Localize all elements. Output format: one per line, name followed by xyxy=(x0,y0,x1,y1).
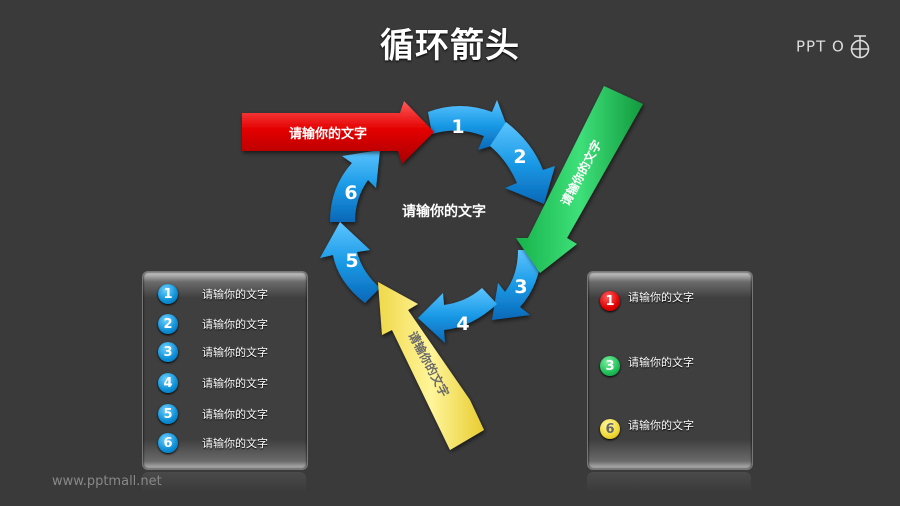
left-legend-item-1: 1 请输你的文字 xyxy=(158,284,268,304)
number-badge: 3 xyxy=(600,356,620,376)
number-badge: 1 xyxy=(158,284,178,304)
yellow-input-arrow xyxy=(378,282,484,450)
legend-text: 请输你的文字 xyxy=(628,419,694,432)
logo-glyph-icon xyxy=(850,35,869,59)
legend-text: 请输你的文字 xyxy=(628,291,694,304)
legend-text: 请输你的文字 xyxy=(628,356,694,369)
cycle-number-6: 6 xyxy=(344,182,357,204)
cycle-arrow-5 xyxy=(320,222,380,303)
number-badge: 5 xyxy=(158,404,178,424)
legend-text: 请输你的文字 xyxy=(202,318,268,331)
watermark: www.pptmall.net xyxy=(52,474,162,489)
right-legend-item-6: 6 请输你的文字 xyxy=(600,419,694,439)
legend-text: 请输你的文字 xyxy=(202,408,268,421)
left-legend-item-4: 4 请输你的文字 xyxy=(158,373,268,393)
left-panel-reflection xyxy=(142,472,306,506)
left-legend-item-3: 3 请输你的文字 xyxy=(158,342,268,362)
center-text: 请输你的文字 xyxy=(402,203,486,220)
number-badge: 6 xyxy=(600,419,620,439)
logo-text: PPT O xyxy=(796,37,845,56)
legend-text: 请输你的文字 xyxy=(202,437,268,450)
number-badge: 6 xyxy=(158,433,178,453)
right-legend-item-1: 1 请输你的文字 xyxy=(600,291,694,311)
number-badge: 2 xyxy=(158,314,178,334)
cycle-number-2: 2 xyxy=(513,146,526,168)
right-legend-item-3: 3 请输你的文字 xyxy=(600,356,694,376)
red-input-arrow xyxy=(242,101,434,164)
red-arrow-label: 请输你的文字 xyxy=(289,126,367,142)
green-input-arrow xyxy=(516,86,643,273)
cycle-number-4: 4 xyxy=(456,313,469,335)
left-legend-item-2: 2 请输你的文字 xyxy=(158,314,268,334)
number-badge: 4 xyxy=(158,373,178,393)
cycle-number-3: 3 xyxy=(514,276,527,298)
left-legend-item-5: 5 请输你的文字 xyxy=(158,404,268,424)
legend-text: 请输你的文字 xyxy=(202,377,268,390)
number-badge: 3 xyxy=(158,342,178,362)
cycle-arrow-4 xyxy=(418,288,497,343)
cycle-arrow-3 xyxy=(492,250,542,320)
number-badge: 1 xyxy=(600,291,620,311)
cycle-arrow-2 xyxy=(490,122,555,204)
brand-logo: PPT O xyxy=(796,34,871,60)
cycle-arrow-6 xyxy=(330,150,380,222)
legend-text: 请输你的文字 xyxy=(202,288,268,301)
cycle-number-1: 1 xyxy=(451,116,464,138)
cycle-number-5: 5 xyxy=(345,250,358,272)
cycle-arrow-1 xyxy=(428,100,512,150)
left-legend-item-6: 6 请输你的文字 xyxy=(158,433,268,453)
right-panel-reflection xyxy=(587,472,751,506)
page-title: 循环箭头 xyxy=(380,26,520,66)
legend-text: 请输你的文字 xyxy=(202,346,268,359)
